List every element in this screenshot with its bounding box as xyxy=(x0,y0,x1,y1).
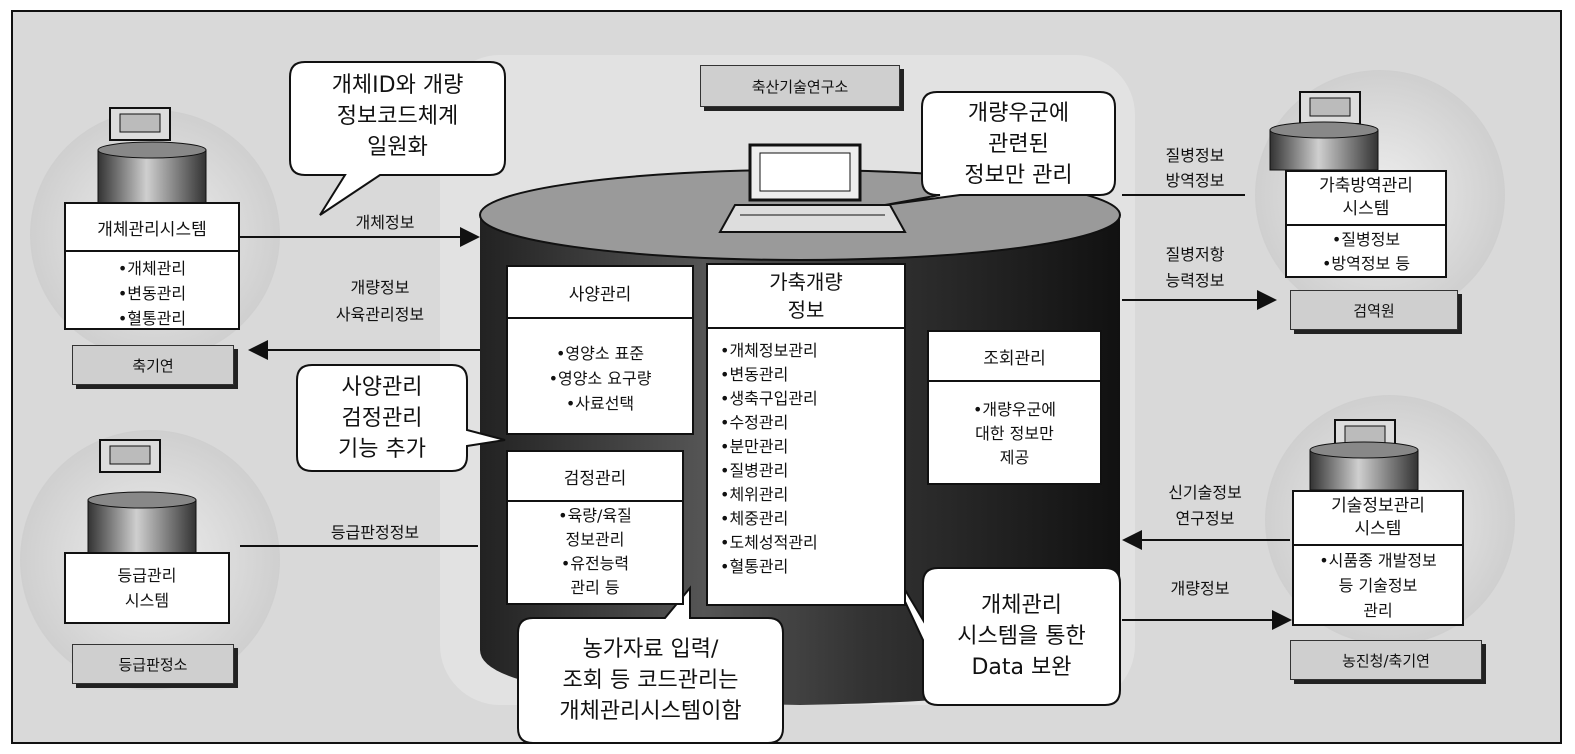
list-item: •질병정보 xyxy=(1331,230,1401,249)
list-item: 등 기술정보 xyxy=(1338,576,1418,595)
list-item: •혈통관리 xyxy=(720,557,789,576)
list-item: •방역정보 등 xyxy=(1321,254,1411,273)
right-top-org-label: 검역원 xyxy=(1290,290,1458,330)
grade-system-box: 등급관리 시스템 xyxy=(64,552,230,624)
terminal-left-top-icon xyxy=(97,107,207,209)
callout-add-func-shape xyxy=(296,364,506,472)
list-item: •육량/육질 xyxy=(558,506,632,525)
callout-unify: 개체ID와 개량 정보코드체계 일원화 xyxy=(331,73,464,160)
list-item: 제공 xyxy=(999,448,1030,467)
main-info-title: 가축개량 정보 xyxy=(708,265,904,329)
flow-improvement-out: 개량정보 사육관리정보 xyxy=(335,278,425,324)
terminal-right-bottom-icon xyxy=(1309,419,1419,491)
flow-newtech-in: 신기술정보 연구정보 xyxy=(1168,483,1242,528)
center-computer-icon xyxy=(718,143,907,233)
list-item: •영양소 요구량 xyxy=(548,369,652,388)
individual-system-title: 개체관리시스템 xyxy=(66,204,238,252)
list-item: •개량우군에 xyxy=(972,400,1057,419)
terminal-right-top-icon xyxy=(1269,91,1379,171)
list-item: •개체정보관리 xyxy=(720,341,818,360)
feeding-title: 사양관리 xyxy=(508,267,692,319)
left-top-org-label: 축기연 xyxy=(72,345,234,385)
list-item: 정보관리 xyxy=(565,530,625,549)
flow-disease-in: 질병정보 방역정보 xyxy=(1165,146,1225,190)
list-item: •영양소 표준 xyxy=(555,344,645,363)
testing-box: 검정관리 •육량/육질 정보관리 •유전능력 관리 등 xyxy=(506,450,684,605)
list-item: 관리 xyxy=(1363,601,1393,620)
list-item: •개체관리 xyxy=(117,259,187,278)
callout-unify-shape xyxy=(289,61,506,216)
quarantine-system-title: 가축방역관리 시스템 xyxy=(1287,172,1445,226)
list-item: •도체성적관리 xyxy=(720,533,818,552)
list-item: •생축구입관리 xyxy=(720,389,818,408)
individual-system-box: 개체관리시스템 •개체관리 •변동관리 •혈통관리 xyxy=(64,202,240,330)
callout-manage-shape xyxy=(884,91,1116,206)
terminal-left-bottom-icon xyxy=(87,439,197,561)
flow-improvement-info: 개량정보 xyxy=(1170,579,1230,598)
feeding-box: 사양관리 •영양소 표준 •영양소 요구량 •사료선택 xyxy=(506,265,694,435)
list-item: •질병관리 xyxy=(720,461,789,480)
flow-grade-info: 등급판정정보 xyxy=(330,523,420,542)
callout-add-func: 사양관리 검정관리 기능 추가 xyxy=(338,375,426,462)
center-org-label: 축산기술연구소 xyxy=(700,65,900,107)
grade-system-title-line: 등급관리 xyxy=(117,566,177,585)
flow-resistance-out: 질병저항 능력정보 xyxy=(1165,245,1225,290)
main-info-box: 가축개량 정보 •개체정보관리 •변동관리 •생축구입관리 •수정관리 •분만관… xyxy=(706,263,906,606)
list-item: •변동관리 xyxy=(117,284,187,303)
list-item: •변동관리 xyxy=(720,365,789,384)
quarantine-system-box: 가축방역관리 시스템 •질병정보 •방역정보 등 xyxy=(1285,170,1447,278)
testing-title: 검정관리 xyxy=(508,452,682,502)
callout-manage-only: 개량우군에 관련된 정보만 관리 xyxy=(964,101,1073,188)
query-box: 조회관리 •개량우군에 대한 정보만 제공 xyxy=(927,330,1102,485)
callout-data-shape xyxy=(879,547,1121,706)
list-item: •체위관리 xyxy=(720,485,789,504)
tech-system-title: 기술정보관리 시스템 xyxy=(1294,492,1462,546)
callout-data-supplement: 개체관리 시스템을 통한 Data 보완 xyxy=(957,593,1086,680)
query-title: 조회관리 xyxy=(929,332,1100,382)
list-item: •체중관리 xyxy=(720,509,789,528)
callout-code-mgmt: 농가자료 입력/ 조회 등 코드관리는 개체관리시스템이함 xyxy=(559,637,742,724)
individual-system-items: •개체관리 •변동관리 •혈통관리 xyxy=(66,252,238,331)
tech-system-box: 기술정보관리 시스템 •시품종 개발정보 등 기술정보 관리 xyxy=(1292,490,1464,626)
list-item: •분만관리 xyxy=(720,437,789,456)
list-item: 관리 등 xyxy=(570,578,620,597)
grade-system-title-line: 시스템 xyxy=(124,591,170,610)
list-item: •시품종 개발정보 xyxy=(1319,551,1437,570)
list-item: •사료선택 xyxy=(565,394,635,413)
list-item: •유전능력 xyxy=(560,554,630,573)
left-bottom-org-label: 등급판정소 xyxy=(72,644,234,684)
flow-individual-info: 개체정보 xyxy=(355,213,415,232)
right-bottom-org-label: 농진청/축기연 xyxy=(1290,640,1482,680)
list-item: 대한 정보만 xyxy=(975,424,1054,443)
list-item: •혈통관리 xyxy=(117,309,187,328)
callout-code-shape xyxy=(517,585,784,744)
list-item: •수정관리 xyxy=(720,413,789,432)
